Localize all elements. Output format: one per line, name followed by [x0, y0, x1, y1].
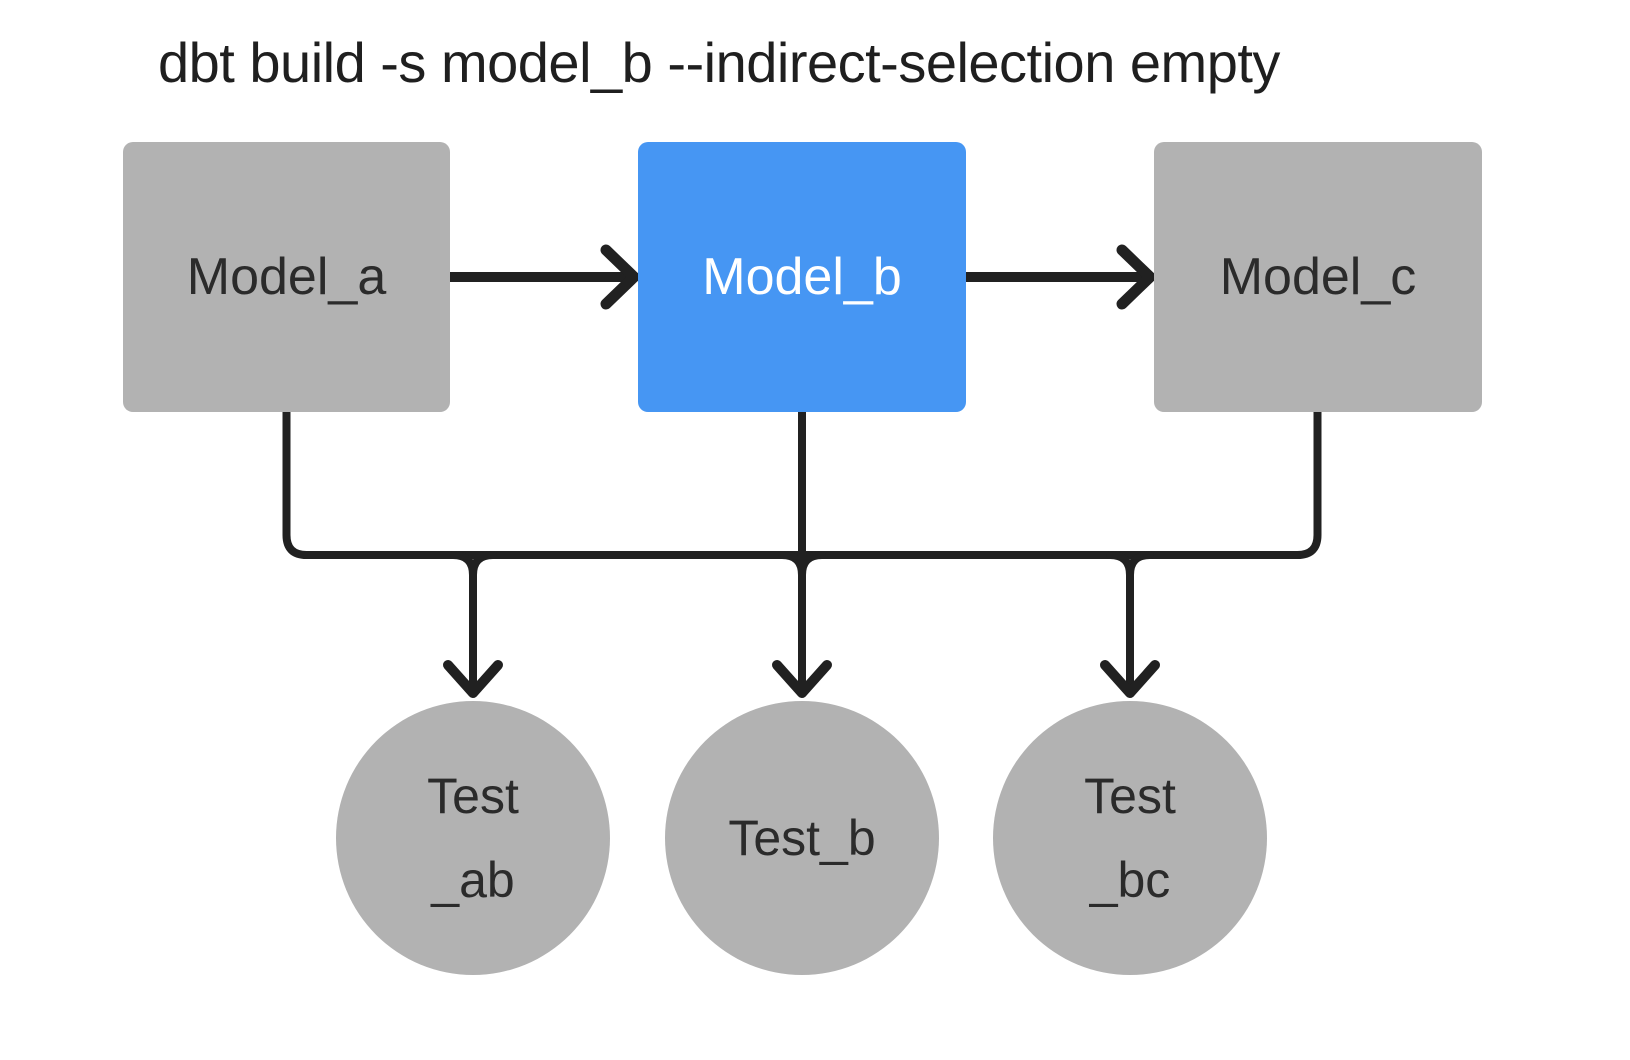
diagram-title: dbt build -s model_b --indirect-selectio…	[158, 31, 1280, 94]
node-model-b-label: Model_b	[702, 248, 902, 306]
arrowhead-model-c-icon	[1116, 244, 1156, 310]
node-test-bc-label-line1: Test	[1084, 768, 1176, 824]
node-test-ab-label-line1: Test	[427, 768, 519, 824]
node-test-ab: Test _ab	[336, 701, 610, 975]
arrowhead-test-bc-icon	[1100, 660, 1160, 698]
edge-model-b-to-test-b	[778, 408, 826, 686]
edge-bus-to-test-ab	[449, 551, 497, 686]
arrowhead-test-ab-icon	[443, 660, 503, 698]
node-test-bc-label-line2: _bc	[1089, 852, 1171, 908]
edge-bus-to-test-bc	[1106, 551, 1154, 686]
arrowhead-test-b-icon	[772, 660, 832, 698]
node-model-c-label: Model_c	[1219, 248, 1417, 306]
node-test-ab-label-line2: _ab	[431, 852, 515, 908]
node-model-b-selected: Model_b	[638, 142, 966, 412]
node-test-b: Test_b	[665, 701, 939, 975]
node-model-c: Model_c	[1154, 142, 1482, 412]
node-test-bc: Test _bc	[993, 701, 1267, 975]
node-model-a: Model_a	[123, 142, 450, 412]
arrowhead-model-b-icon	[600, 244, 640, 310]
node-model-a-label: Model_a	[186, 248, 387, 306]
node-test-b-label-line1: Test_b	[728, 810, 876, 866]
